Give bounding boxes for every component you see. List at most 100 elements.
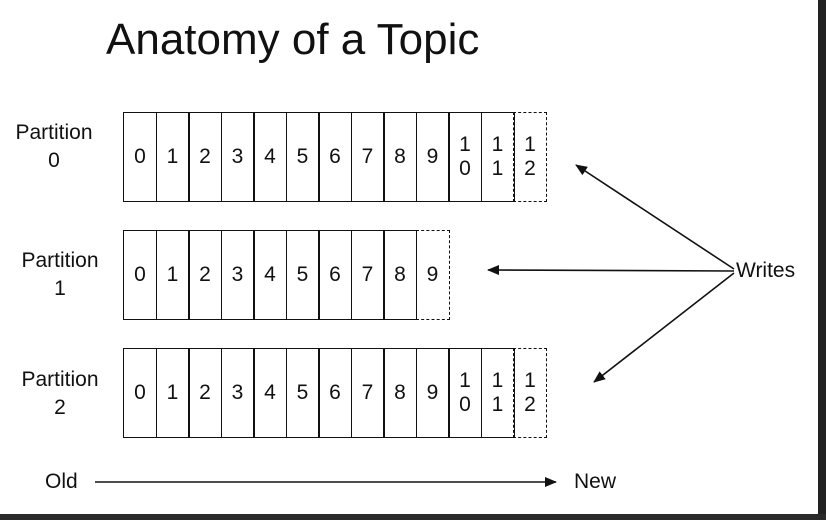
offset-cell: 8 [383, 348, 417, 438]
offset-cell: 0 [123, 230, 157, 320]
offset-cell: 4 [253, 348, 287, 438]
partition-label-2-line2: 2 [54, 396, 66, 419]
offset-digit: 1 [491, 369, 504, 392]
offset-digit: 1 [166, 145, 179, 168]
offset-digit: 6 [329, 263, 341, 286]
offset-cell: 6 [318, 112, 352, 202]
offset-cell: 0 [123, 112, 157, 202]
partition-label-2-line1: Partition [21, 368, 99, 391]
offset-digit: 9 [426, 263, 439, 286]
offset-cell: 2 [188, 230, 222, 320]
partition-label-0-line1: Partition [15, 121, 93, 144]
next-offset-slot: 9 [415, 230, 450, 320]
offset-cell: 3 [220, 230, 255, 320]
diagram-title: Anatomy of a Topic [106, 15, 480, 64]
offset-digit: 1 [524, 133, 536, 156]
offset-cell: 5 [285, 230, 320, 320]
offset-digit: 2 [199, 145, 211, 168]
offset-cell: 3 [220, 348, 255, 438]
offset-digit: 5 [296, 381, 309, 404]
partition-label-2: Partition 2 [6, 366, 114, 422]
write-arrow-partition-2 [593, 272, 735, 383]
offset-digit: 1 [491, 157, 504, 180]
offset-cell: 2 [188, 112, 222, 202]
offset-digit: 7 [361, 145, 374, 168]
offset-digit: 2 [199, 263, 211, 286]
offset-cell: 4 [253, 230, 287, 320]
offset-digit: 4 [264, 381, 276, 404]
offset-cell: 9 [415, 112, 450, 202]
offset-digit: 2 [199, 381, 211, 404]
offset-cell: 6 [318, 230, 352, 320]
offset-cell: 3 [220, 112, 255, 202]
offset-cell: 8 [383, 112, 417, 202]
offset-digit: 0 [459, 157, 471, 180]
offset-digit: 8 [394, 381, 406, 404]
writes-label: Writes [736, 259, 796, 282]
offset-digit: 8 [394, 145, 406, 168]
offset-digit: 1 [524, 369, 536, 392]
offset-cell: 7 [350, 112, 385, 202]
write-arrow-partition-0 [575, 164, 735, 270]
offset-digit: 1 [166, 381, 179, 404]
offset-digit: 4 [264, 263, 276, 286]
window-frame-right [818, 0, 826, 520]
offset-digit: 9 [426, 381, 439, 404]
offset-digit: 9 [426, 145, 439, 168]
offset-cell: 1 [155, 230, 190, 320]
offset-digit: 2 [524, 393, 536, 416]
partition-label-1-line2: 1 [54, 277, 66, 300]
offset-digit: 1 [491, 133, 504, 156]
offset-cell: 7 [350, 348, 385, 438]
offset-cell: 1 [155, 348, 190, 438]
offset-digit: 0 [134, 145, 146, 168]
write-arrow-partition-1 [487, 265, 735, 276]
offset-digit: 8 [394, 263, 406, 286]
offset-cell: 4 [253, 112, 287, 202]
offset-digit: 3 [231, 263, 244, 286]
offset-cell: 1 [155, 112, 190, 202]
offset-cell: 6 [318, 348, 352, 438]
offset-digit: 1 [491, 393, 504, 416]
offset-digit: 7 [361, 381, 374, 404]
window-frame-bottom [0, 514, 826, 520]
new-label: New [574, 470, 617, 493]
partition-label-0: Partition 0 [0, 119, 108, 175]
offset-digit: 2 [524, 157, 536, 180]
offset-digit: 1 [166, 263, 179, 286]
offset-digit: 0 [134, 263, 146, 286]
offset-digit: 1 [459, 369, 471, 392]
offset-cell: 8 [383, 230, 417, 320]
offset-digit: 4 [264, 145, 276, 168]
offset-digit: 6 [329, 145, 341, 168]
offset-digit: 6 [329, 381, 341, 404]
offset-digit: 1 [459, 133, 471, 156]
offset-digit: 5 [296, 263, 309, 286]
partition-label-1: Partition 1 [6, 247, 114, 303]
old-label: Old [45, 470, 78, 493]
partition-label-0-line2: 0 [48, 149, 60, 172]
offset-cell: 0 [123, 348, 157, 438]
offset-cell: 5 [285, 348, 320, 438]
offset-digit: 5 [296, 145, 309, 168]
offset-digit: 0 [134, 381, 146, 404]
offset-cell: 9 [415, 348, 450, 438]
offset-digit: 3 [231, 145, 244, 168]
offset-digit: 0 [459, 393, 471, 416]
offset-digit: 3 [231, 381, 244, 404]
partition-label-1-line1: Partition [21, 249, 99, 272]
offset-cell: 7 [350, 230, 385, 320]
offset-cell: 2 [188, 348, 222, 438]
offset-digit: 7 [361, 263, 374, 286]
offset-cell: 5 [285, 112, 320, 202]
